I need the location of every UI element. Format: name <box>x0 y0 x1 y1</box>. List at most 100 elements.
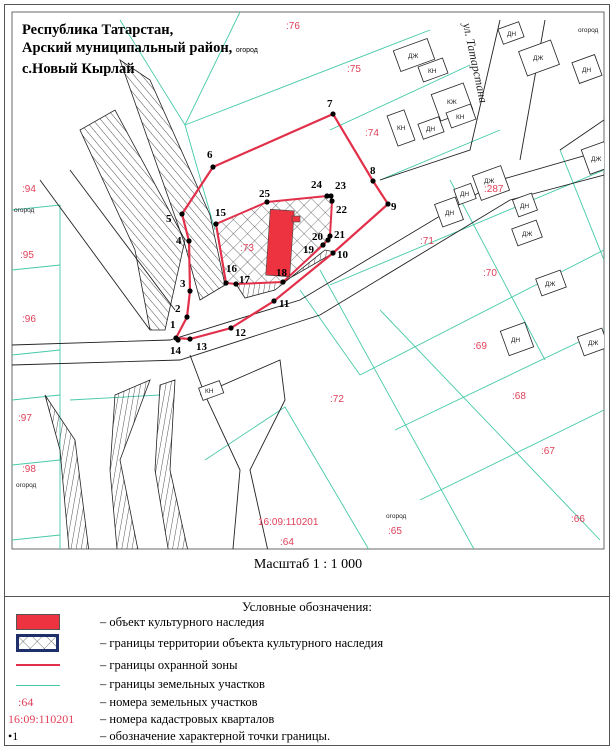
map-sheet <box>4 4 610 746</box>
map-frame <box>11 11 605 550</box>
building-type: ДН <box>520 203 529 210</box>
point-label: 8 <box>370 165 376 177</box>
parcel-number: :95 <box>20 250 34 261</box>
point-label: 24 <box>311 179 323 191</box>
point-label: 9 <box>391 201 397 213</box>
legend-item-cadastral-quarters: 16:09:110201 – номера кадастровых кварта… <box>4 711 604 729</box>
point-label: 16 <box>226 263 238 275</box>
parcel-number: :64 <box>280 537 294 548</box>
parcel-number: :75 <box>347 64 361 75</box>
point-label: 2 <box>175 303 181 315</box>
crosshatch-swatch <box>16 634 59 652</box>
point-label: 21 <box>334 229 345 241</box>
parcel-number: :94 <box>22 184 36 195</box>
red-line-swatch <box>16 664 60 666</box>
legend-text: – границы территории объекта культурного… <box>100 636 384 650</box>
building-type: ДН <box>582 67 591 74</box>
protection-zone-boundary <box>174 112 390 341</box>
building-type: ДЖ <box>533 55 543 62</box>
legend-text: – объект культурного наследия <box>100 615 265 629</box>
legend-item-heritage-object: – объект культурного наследия <box>4 614 604 632</box>
point-label: 14 <box>170 345 182 357</box>
legend-text: – обозначение характерной точки границы. <box>100 729 331 743</box>
legend-item-boundary-point: •1 – обозначение характерной точки грани… <box>4 728 604 746</box>
parcel-number: :72 <box>330 394 344 405</box>
title-district: Арский муниципальный район, <box>22 40 233 56</box>
building-type: ДН <box>507 31 516 38</box>
garden-label: огород <box>578 27 599 34</box>
parcel-number: :69 <box>473 341 487 352</box>
parcel-number: :97 <box>18 413 32 424</box>
legend-title: Условные обозначения: <box>241 599 373 614</box>
legend-text: – границы охранной зоны <box>100 658 238 672</box>
legend-item-heritage-territory: – границы территории объекта культурного… <box>4 634 604 653</box>
legend-item-parcel-numbers: :64 – номера земельных участков <box>4 694 604 712</box>
point-label: 3 <box>180 278 186 290</box>
point-label: 6 <box>207 149 213 161</box>
legend-text: – номера земельных участков <box>100 695 258 709</box>
building-type: КН <box>456 114 465 121</box>
title-region: Республика Татарстан, <box>22 22 174 38</box>
building-type: КЖ <box>447 99 457 106</box>
parcel-number: :71 <box>420 236 434 247</box>
boundary-point-sample: •1 <box>8 729 19 743</box>
point-label: 12 <box>235 327 247 339</box>
legend-text: – номера кадастровых кварталов <box>100 712 275 726</box>
cadastral-map: 1 2 3 4 5 6 7 8 9 10 11 12 13 14 15 16 1… <box>11 11 605 550</box>
point-label: 22 <box>336 204 348 216</box>
parcel-labels: :76 :75 :74 :73 :94 :95 :96 :97 :98 :72 … <box>18 21 585 548</box>
building-type: КН <box>397 125 406 132</box>
parcel-number: :74 <box>365 128 379 139</box>
building-type: ДН <box>426 126 435 133</box>
buildings <box>198 21 604 401</box>
parcel-number: :66 <box>571 514 585 525</box>
parcel-number: :98 <box>22 464 36 475</box>
teal-line-swatch <box>16 685 60 686</box>
point-label: 10 <box>337 249 349 261</box>
garden-label: огород <box>14 207 35 214</box>
ravine-slopes <box>44 59 337 549</box>
point-label: 25 <box>259 188 271 200</box>
parcel-number: :76 <box>286 21 300 32</box>
building-type: ДЖ <box>588 340 598 347</box>
building-type: ДЖ <box>591 156 601 163</box>
point-label: 20 <box>312 231 324 243</box>
point-label: 18 <box>276 267 288 279</box>
point-label: 5 <box>166 213 172 225</box>
building-type: ДН <box>445 210 454 217</box>
garden-label: огород <box>16 482 37 489</box>
boundary-point-labels: 1 2 3 4 5 6 7 8 9 10 11 12 13 14 15 16 1… <box>166 98 397 357</box>
parcel-number: :96 <box>22 314 36 325</box>
point-label: 7 <box>327 98 333 110</box>
legend: Условные обозначения: – объект культурно… <box>4 596 610 747</box>
building-type: КН <box>428 68 437 75</box>
building-type: ДЖ <box>545 281 555 288</box>
point-label: 1 <box>170 319 176 331</box>
cadastral-quarter: 16:09:110201 <box>258 517 319 528</box>
building-type: КН <box>205 388 214 395</box>
legend-text: – границы земельных участков <box>100 677 265 691</box>
heritage-object <box>265 208 301 278</box>
point-label: 4 <box>176 235 182 247</box>
legend-item-land-parcels: – границы земельных участков <box>4 676 604 694</box>
map-title: Республика Татарстан, Арский муниципальн… <box>22 21 258 78</box>
title-village: с.Новый Кырлай <box>22 61 135 77</box>
building-type: ДЖ <box>484 178 494 185</box>
parcel-number: :70 <box>483 268 497 279</box>
garden-label: огород <box>386 513 407 520</box>
map-scale: Масштаб 1 : 1 000 <box>253 557 363 572</box>
point-label: 15 <box>215 207 227 219</box>
legend-item-protection-zone: – границы охранной зоны <box>4 657 604 675</box>
parcel-boundaries <box>12 12 604 549</box>
parcel-number-sample: :64 <box>18 695 34 709</box>
point-label: 17 <box>239 274 251 286</box>
boundary-point-markers <box>173 111 391 343</box>
cadastral-quarter-sample: 16:09:110201 <box>8 712 75 726</box>
garden-label: огород <box>235 47 258 54</box>
parcel-number: :68 <box>512 391 526 402</box>
parcel-number: :65 <box>388 526 402 537</box>
building-type: ДН <box>511 337 520 344</box>
building-type: ДЖ <box>408 53 418 60</box>
parcel-number: :73 <box>240 243 254 254</box>
parcel-number: :67 <box>541 446 555 457</box>
